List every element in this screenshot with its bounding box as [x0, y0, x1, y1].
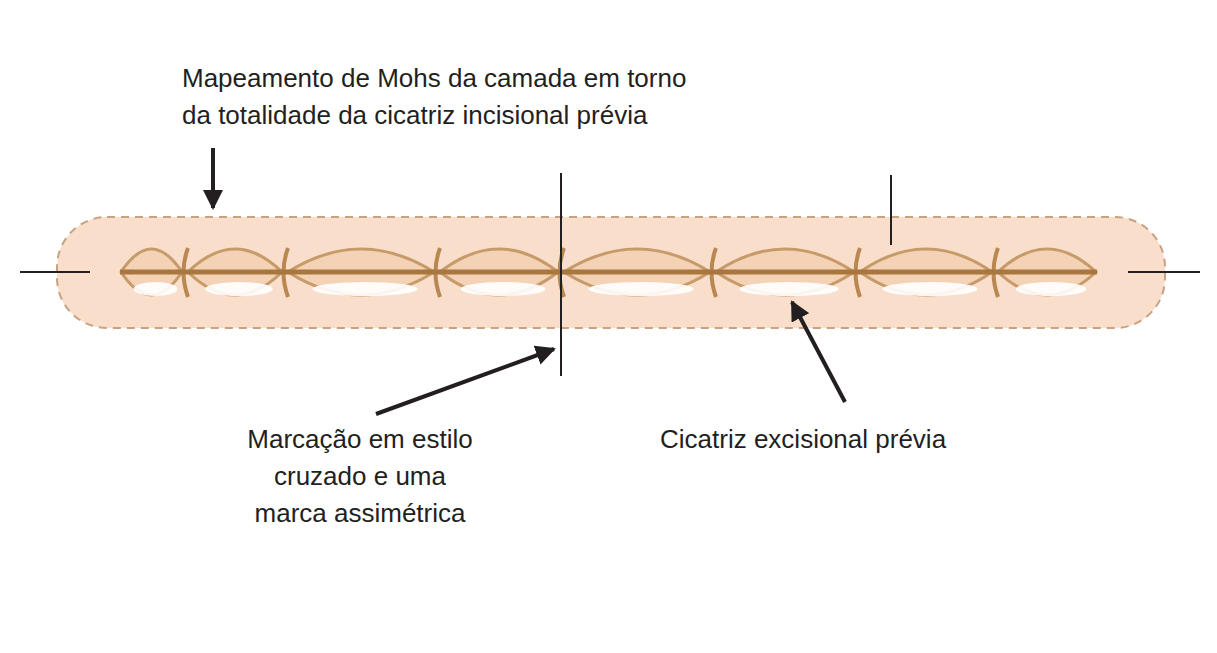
tissue-segments — [121, 248, 1096, 297]
mohs-layer — [57, 217, 1165, 328]
layer-callout: Mapeamento de Mohs da camada em torno da… — [182, 60, 882, 134]
cross-mark — [1128, 271, 1200, 273]
leader-arrow — [211, 148, 215, 208]
scar-callout: Cicatriz excisional prévia — [660, 421, 1040, 458]
asymmetric-mark — [890, 175, 892, 245]
leader-arrow — [792, 302, 845, 402]
scar-line — [120, 270, 1097, 275]
marking-callout: Marcação em estilo cruzado e uma marca a… — [215, 421, 505, 532]
cross-mark — [20, 271, 90, 273]
cross-mark — [560, 173, 562, 376]
leader-arrow — [376, 349, 554, 414]
